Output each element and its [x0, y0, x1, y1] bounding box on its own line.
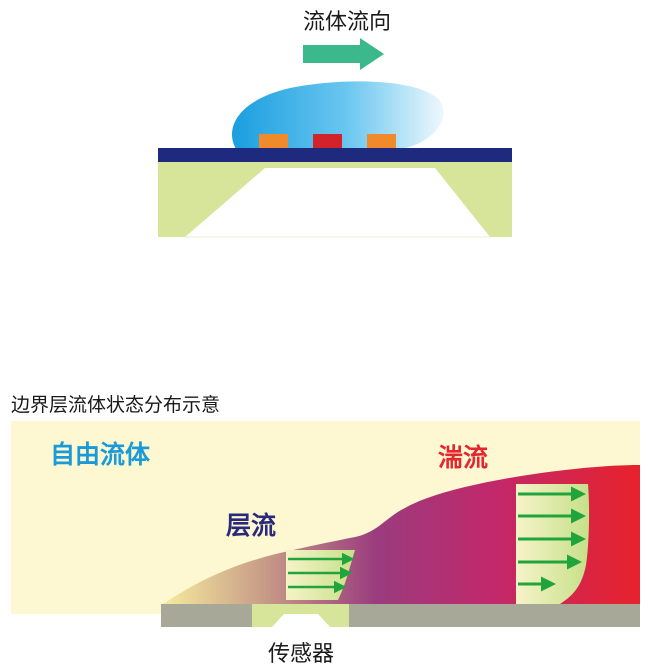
- sensor-label: 传感器: [268, 642, 334, 667]
- wall-plate-left: [161, 604, 252, 627]
- laminar-label: 层流: [226, 511, 276, 540]
- sensor-substrate: [158, 148, 512, 162]
- sensor-chip: [252, 604, 349, 627]
- electrode-right: [367, 134, 396, 149]
- electrode-left: [259, 134, 288, 149]
- turbulent-label: 湍流: [438, 443, 488, 472]
- boundary-layer-title: 边界层流体状态分布示意: [11, 394, 220, 416]
- fluid-droplet: [231, 81, 444, 149]
- wall-plate-right: [349, 604, 640, 627]
- flow-direction-arrow-icon: [303, 38, 384, 70]
- turbulent-profile-arrows: [518, 486, 586, 592]
- free-flow-label: 自由流体: [50, 440, 151, 469]
- silicon-base: [158, 162, 512, 237]
- laminar-profile-arrows: [288, 552, 355, 594]
- turbulent-velocity-profile: [516, 484, 590, 604]
- flow-direction-label: 流体流向: [303, 10, 391, 35]
- heater-center: [313, 134, 342, 149]
